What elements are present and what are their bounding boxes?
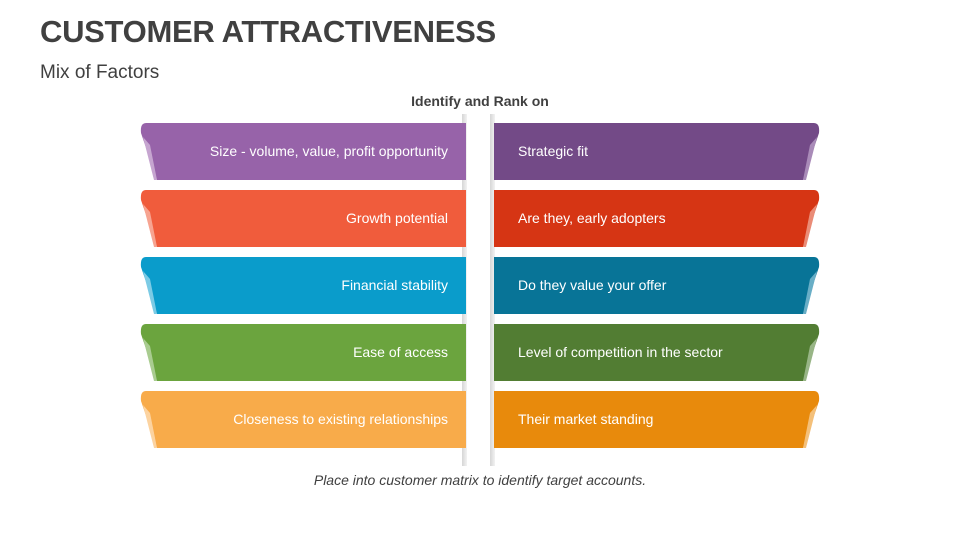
ribbon-shape-icon [140, 257, 466, 314]
right-factor-label: Their market standing [518, 411, 654, 427]
left-factor-ribbon: Financial stability [140, 257, 466, 314]
left-factor-ribbon: Closeness to existing relationships [140, 391, 466, 448]
footnote: Place into customer matrix to identify t… [313, 472, 647, 488]
ribbon-shape-icon [140, 190, 466, 247]
ribbon-shape-icon [494, 324, 820, 381]
right-factor-label: Are they, early adopters [518, 210, 666, 226]
right-divider-bar [490, 114, 495, 466]
slide-title: CUSTOMER ATTRACTIVENESS [40, 14, 496, 49]
left-factor-label: Ease of access [353, 344, 448, 360]
right-factor-label: Do they value your offer [518, 277, 667, 293]
right-factor-label: Level of competition in the sector [518, 344, 723, 360]
ribbon-shape-icon [140, 123, 466, 180]
right-factor-ribbon: Their market standing [494, 391, 820, 448]
ribbon-shape-icon [140, 324, 466, 381]
right-factor-label: Strategic fit [518, 143, 589, 159]
ribbon-shape-icon [140, 391, 466, 448]
left-factor-ribbon: Growth potential [140, 190, 466, 247]
left-factor-ribbon: Size - volume, value, profit opportunity [140, 123, 466, 180]
left-factor-ribbon: Ease of access [140, 324, 466, 381]
diagram-heading: Identify and Rank on [411, 93, 549, 109]
right-factor-ribbon: Are they, early adopters [494, 190, 820, 247]
right-factor-ribbon: Do they value your offer [494, 257, 820, 314]
left-factor-label: Closeness to existing relationships [233, 411, 448, 427]
left-factor-label: Growth potential [346, 210, 448, 226]
ribbon-shape-icon [494, 257, 820, 314]
left-factor-label: Size - volume, value, profit opportunity [209, 143, 448, 159]
left-factor-label: Financial stability [341, 277, 448, 293]
right-factor-ribbon: Strategic fit [494, 123, 820, 180]
ribbon-shape-icon [494, 123, 820, 180]
ribbon-shape-icon [494, 391, 820, 448]
right-factor-ribbon: Level of competition in the sector [494, 324, 820, 381]
ribbon-shape-icon [494, 190, 820, 247]
slide-subtitle: Mix of Factors [40, 62, 160, 83]
